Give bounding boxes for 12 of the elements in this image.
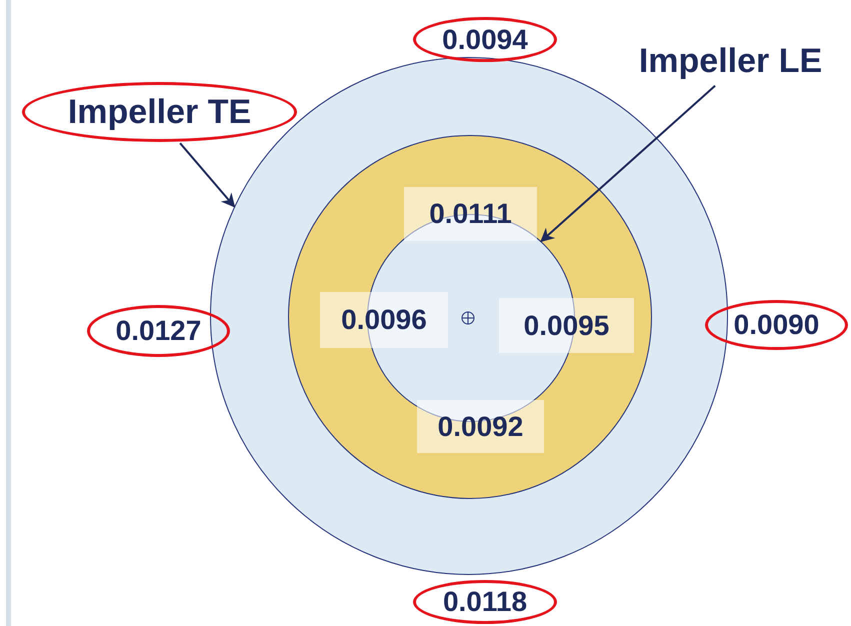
value-label: 0.0118 [413, 580, 557, 624]
value-label: 0.0096 [320, 292, 448, 348]
value-label: 0.0094 [413, 17, 557, 62]
value-label: 0.0095 [499, 298, 634, 353]
callout-label: Impeller TE [22, 82, 297, 142]
value-label: 0.0090 [705, 300, 848, 350]
callout-label: Impeller LE [628, 38, 833, 84]
value-label: 0.0092 [417, 400, 544, 453]
value-label: 0.0127 [87, 305, 230, 357]
leader-arrow [540, 85, 716, 242]
value-label: 0.0111 [404, 187, 537, 241]
leader-arrow [179, 142, 236, 208]
